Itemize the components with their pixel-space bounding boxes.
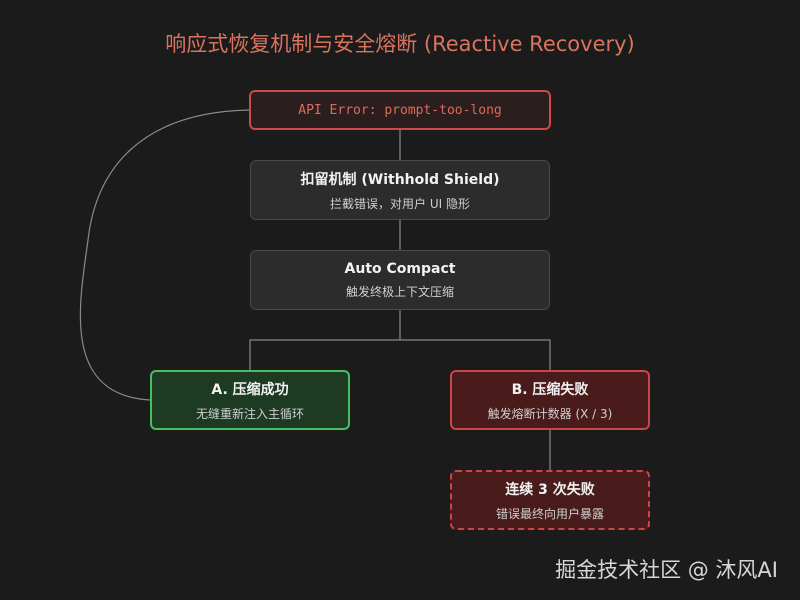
circuit-breaker-node: 连续 3 次失败 错误最终向用户暴露 [450, 470, 650, 530]
circuit-breaker-title: 连续 3 次失败 [505, 481, 595, 498]
withhold-node: 扣留机制 (Withhold Shield) 拦截错误，对用户 UI 隐形 [250, 160, 550, 220]
compact-failure-title: B. 压缩失败 [511, 381, 589, 398]
withhold-title: 扣留机制 (Withhold Shield) [300, 171, 500, 188]
auto-compact-node: Auto Compact 触发终极上下文压缩 [250, 250, 550, 310]
api-error-label: API Error: prompt-too-long [298, 102, 502, 118]
connector-branch-split [249, 339, 551, 370]
compact-success-title: A. 压缩成功 [211, 381, 289, 398]
connector-success-loopback [79, 109, 251, 401]
api-error-node: API Error: prompt-too-long [249, 90, 551, 130]
compact-success-node: A. 压缩成功 无缝重新注入主循环 [150, 370, 350, 430]
auto-compact-subtitle: 触发终极上下文压缩 [345, 284, 454, 299]
compact-failure-subtitle: 触发熔断计数器 (X / 3) [487, 406, 613, 421]
withhold-subtitle: 拦截错误，对用户 UI 隐形 [330, 196, 470, 211]
compact-failure-node: B. 压缩失败 触发熔断计数器 (X / 3) [450, 370, 650, 430]
watermark: 掘金技术社区 @ 沐风AI [555, 558, 778, 582]
compact-success-subtitle: 无缝重新注入主循环 [195, 406, 304, 421]
diagram-title: 响应式恢复机制与安全熔断 (Reactive Recovery) [165, 32, 635, 56]
circuit-breaker-subtitle: 错误最终向用户暴露 [495, 506, 604, 521]
auto-compact-title: Auto Compact [344, 260, 456, 277]
